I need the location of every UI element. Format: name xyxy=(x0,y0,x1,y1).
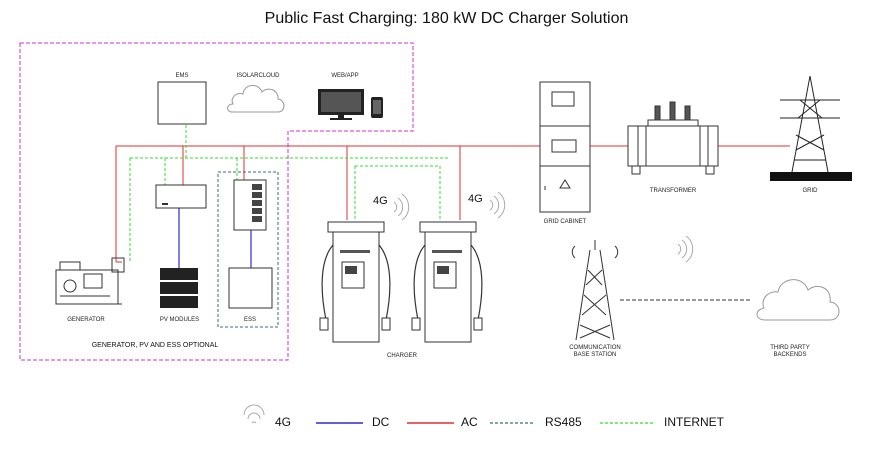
ems-label: EMS xyxy=(175,73,189,79)
charger-label: CHARGER xyxy=(386,353,417,359)
monitor-icon xyxy=(318,89,364,120)
third-party-label-line1: THIRD PARTY xyxy=(770,345,810,351)
backend-cloud-icon xyxy=(756,279,840,321)
signal-icon-base-station xyxy=(677,235,694,263)
cloud-icon xyxy=(227,85,285,113)
diagram-title: Public Fast Charging: 180 kW DC Charger … xyxy=(264,10,629,27)
third-party-label-line2: BACKENDS xyxy=(773,352,807,358)
base-station-label-line2: BASE STATION xyxy=(573,352,617,358)
ess-boundary xyxy=(217,171,279,328)
generator-label: GENERATOR xyxy=(67,317,105,323)
signal-label-2: 4G xyxy=(468,193,483,205)
optional-boundary xyxy=(19,42,414,361)
ac-lines xyxy=(115,145,790,263)
optional-note: GENERATOR, PV AND ESS OPTIONAL xyxy=(91,342,219,349)
signal-icon-charger-1 xyxy=(393,193,410,221)
ess-battery xyxy=(228,267,273,309)
legend-ac-label: AC xyxy=(461,415,478,429)
legend-dc-label: DC xyxy=(372,415,390,429)
grid-cabinet xyxy=(539,81,591,213)
ess-pcs-panel xyxy=(252,184,262,222)
charger-unit-1 xyxy=(319,221,391,343)
pv-modules-stack xyxy=(160,268,198,308)
signal-icon-charger-2 xyxy=(489,191,506,219)
signal-label-1: 4G xyxy=(373,195,388,207)
legend-4g-label: 4G xyxy=(275,415,292,429)
grid-base xyxy=(770,172,852,181)
ems-box xyxy=(157,81,207,125)
inverter-indicator xyxy=(162,203,168,205)
dc-lines xyxy=(178,208,252,268)
ess-label: ESS xyxy=(243,317,256,323)
phone-icon xyxy=(371,97,383,118)
transformer-icon xyxy=(627,101,719,175)
legend-internet-label: INTERNET xyxy=(664,415,724,429)
base-station-label-line1: COMMUNICATION xyxy=(569,345,621,351)
legend-4g-icon xyxy=(243,404,265,424)
pv-inverter xyxy=(155,184,207,209)
charger-unit-2 xyxy=(411,221,483,343)
internet-lines xyxy=(129,125,450,262)
base-station-tower-icon xyxy=(571,240,619,341)
isolarcloud-label: ISOLARCLOUD xyxy=(236,73,280,79)
webapp-label: WEB/APP xyxy=(331,73,359,79)
power-pylon-icon xyxy=(780,75,840,173)
generator-icon xyxy=(55,257,125,305)
legend-rs485-label: RS485 xyxy=(545,415,582,429)
grid-cabinet-label: GRID CABINET xyxy=(543,219,587,225)
grid-label: GRID xyxy=(802,188,818,194)
transformer-label: TRANSFORMER xyxy=(649,188,697,194)
pv-modules-label: PV MODULES xyxy=(159,317,200,323)
